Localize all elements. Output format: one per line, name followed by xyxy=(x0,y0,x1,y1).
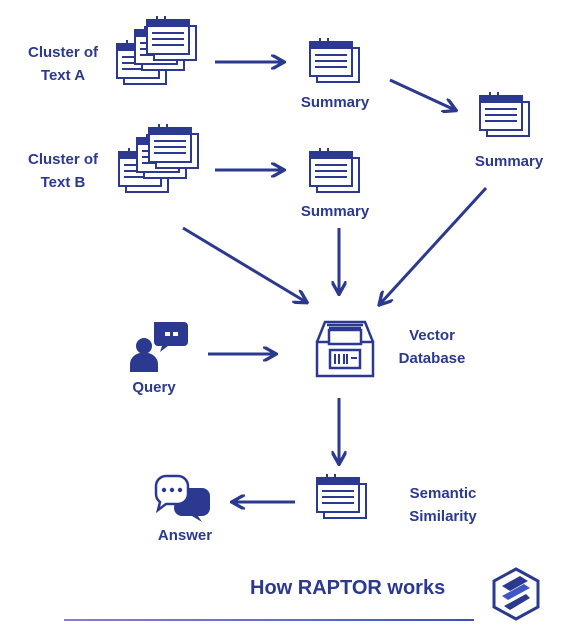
document-icon xyxy=(305,148,365,203)
document-stack-icon xyxy=(112,16,222,98)
footer-divider xyxy=(64,619,474,621)
answer-label: Answer xyxy=(157,527,213,544)
archive-box-icon xyxy=(313,320,377,383)
footer-title: How RAPTOR works xyxy=(250,577,446,599)
document-stack-icon xyxy=(114,124,224,206)
arrow-summary-top-to-db xyxy=(380,186,488,304)
summary-b-label: Summary xyxy=(300,203,370,220)
arrow-summary-a-to-summary-top xyxy=(389,78,455,110)
semantic-similarity-label: Semantic Similarity xyxy=(409,485,477,525)
document-icon xyxy=(305,38,365,93)
hexagon-logo-icon xyxy=(488,566,544,627)
vector-database-label: Vector Database xyxy=(398,327,466,367)
user-chat-icon xyxy=(128,320,190,379)
document-icon xyxy=(475,92,535,147)
summary-top-label: Summary xyxy=(474,153,544,170)
cluster-b-label: Cluster of Text B xyxy=(27,151,98,191)
summary-a-label: Summary xyxy=(300,94,370,111)
chat-bubbles-icon xyxy=(152,474,212,529)
arrow-cluster-b-to-db xyxy=(182,226,306,302)
document-icon xyxy=(312,474,372,529)
cluster-a-label: Cluster of Text A xyxy=(27,44,98,84)
query-label: Query xyxy=(132,379,176,396)
